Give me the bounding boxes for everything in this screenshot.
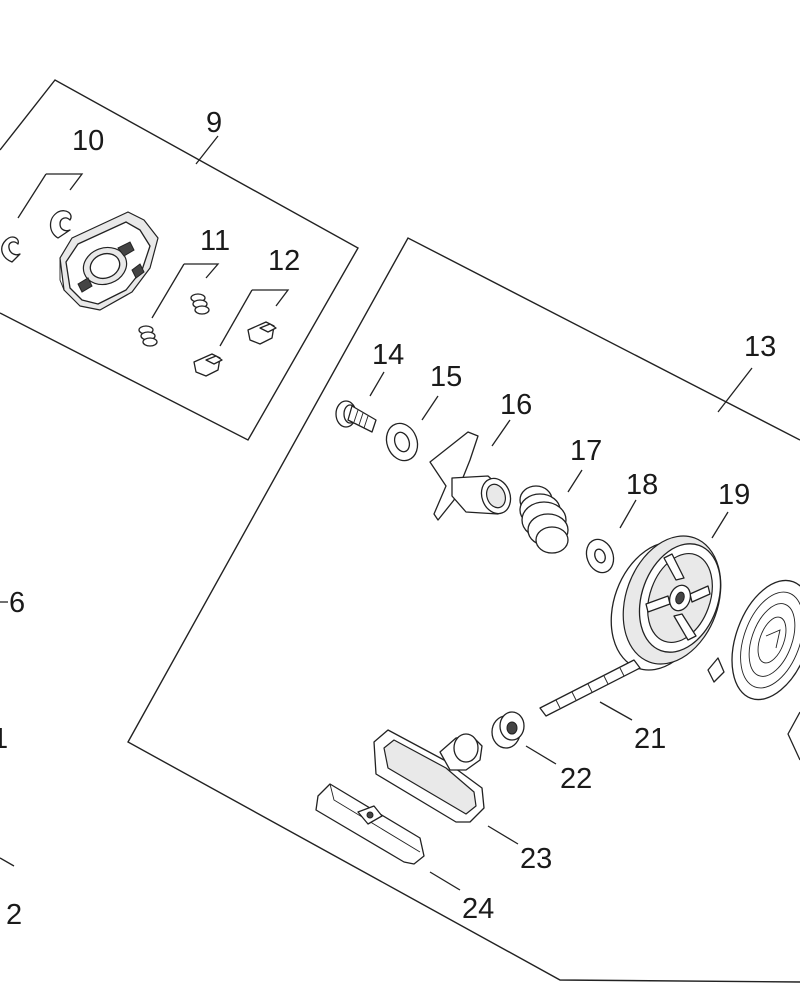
part-12-pawl-b bbox=[247, 321, 277, 345]
callout-14: 14 bbox=[372, 339, 404, 371]
callout-12: 12 bbox=[268, 245, 300, 277]
callout-19: 19 bbox=[718, 479, 750, 511]
callout-2: 2 bbox=[6, 899, 22, 931]
part-19-pulley bbox=[610, 535, 722, 671]
part-21-rope bbox=[539, 659, 641, 717]
part-22-bushing bbox=[491, 711, 525, 749]
part-24-grip-insert bbox=[315, 783, 425, 865]
part-12-pawl-a bbox=[193, 353, 223, 377]
callout-23: 23 bbox=[520, 843, 552, 875]
callout-11: 11 bbox=[200, 225, 230, 257]
callout-9: 9 bbox=[206, 107, 222, 139]
callout-16: 16 bbox=[500, 389, 532, 421]
part-17-coil-spring bbox=[519, 485, 569, 554]
part-10-circlip-right bbox=[49, 210, 72, 239]
recoil-spiral-spring bbox=[707, 579, 800, 701]
callout-17: 17 bbox=[570, 435, 602, 467]
callout-18: 18 bbox=[626, 469, 658, 501]
group-box-9 bbox=[0, 79, 359, 441]
callout-13: 13 bbox=[744, 331, 776, 363]
part-10-circlip-left bbox=[1, 236, 21, 263]
callout-22: 22 bbox=[560, 763, 592, 795]
callout-1-partial: 1 bbox=[0, 723, 8, 755]
callout-21: 21 bbox=[634, 723, 666, 755]
part-18-washer bbox=[585, 538, 615, 574]
group-box-13 bbox=[127, 237, 800, 983]
part-23-handle bbox=[373, 729, 485, 823]
callout-6: 6 bbox=[9, 587, 25, 619]
callout-24: 24 bbox=[462, 893, 494, 925]
partial-cover-edge bbox=[787, 711, 800, 761]
part-14-bolt bbox=[335, 400, 377, 433]
leader-lines bbox=[0, 135, 753, 891]
part-16-ratchet bbox=[429, 431, 512, 521]
callout-15: 15 bbox=[430, 361, 462, 393]
part-11-spring-a bbox=[138, 325, 158, 347]
part-15-washer bbox=[385, 422, 419, 462]
callout-10: 10 bbox=[72, 125, 104, 157]
part-11-spring-b bbox=[190, 293, 210, 315]
part-10-pawl-carrier bbox=[59, 211, 159, 311]
